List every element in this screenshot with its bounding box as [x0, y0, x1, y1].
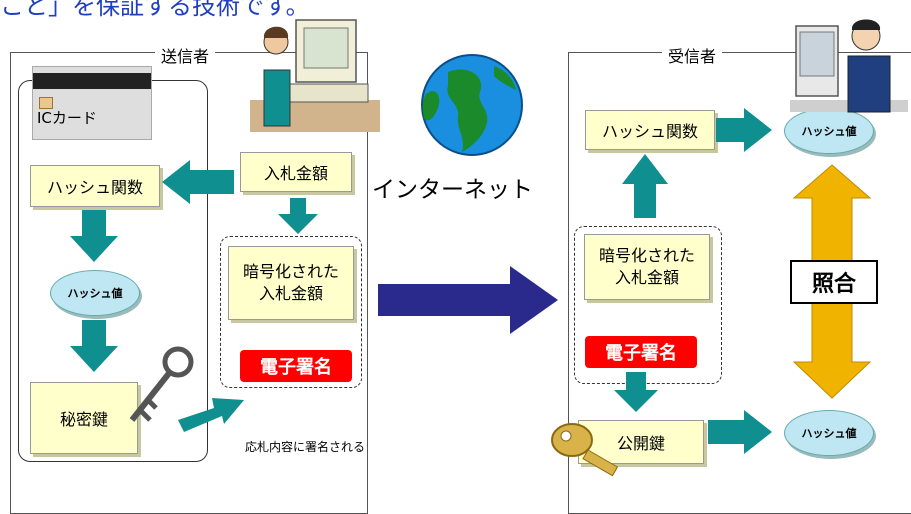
receiver-digital-signature-label: 電子署名: [585, 336, 697, 368]
sender-person-at-computer-icon: [250, 19, 380, 132]
signature-note-text: 応札内容に署名される: [245, 440, 366, 454]
sender-bid-amount-box: 入札金額: [240, 152, 352, 192]
globe-icon: [421, 54, 523, 156]
receiver-person-at-computer-icon: [790, 19, 908, 113]
sender-panel-label: 送信者: [155, 43, 216, 67]
sender-hash-value-oval: ハッシュ値: [50, 270, 140, 316]
ic-card-label: ICカード: [37, 109, 97, 127]
sender-encrypted-bid-text: 暗号化された入札金額: [242, 262, 339, 303]
sender-digital-signature-label: 電子署名: [240, 350, 352, 382]
arrow-hash-to-value-right: [716, 108, 772, 152]
arrow-encrypted-to-hash: [622, 154, 668, 218]
receiver-hash-function-box: ハッシュ関数: [585, 110, 715, 150]
arrow-send: [378, 266, 558, 334]
arrow-value-to-key: [70, 320, 118, 372]
signature-note: 応札内容に署名される: [245, 437, 365, 457]
arrow-bid-to-encrypted: [278, 198, 318, 234]
arrow-public-key-to-value: [708, 410, 772, 454]
headline: こと」を保証する技術です。: [0, 0, 310, 20]
compare-label: 照合: [790, 260, 878, 304]
receiver-key-icon: [551, 423, 619, 477]
sender-key-icon: [129, 346, 194, 422]
sender-encrypted-bid-box: 暗号化された入札金額: [228, 246, 354, 320]
arrow-key-to-signature: [178, 398, 244, 432]
receiver-hash-value-bottom-oval: ハッシュ値: [784, 410, 874, 456]
public-key-box: 公開鍵: [578, 420, 704, 464]
sender-hash-function-box: ハッシュ関数: [30, 165, 160, 207]
arrow-bid-to-hash: [162, 160, 234, 204]
arrow-signature-to-public-key: [614, 372, 658, 412]
ic-card: ICカード: [32, 66, 152, 140]
ic-card-stripe: [33, 73, 151, 89]
sender-encrypted-group: [220, 236, 362, 388]
receiver-encrypted-bid-box: 暗号化された入札金額: [584, 234, 710, 300]
compare-label-text: 照合: [811, 272, 856, 297]
arrow-hash-to-value: [70, 210, 118, 262]
internet-label: インターネット: [372, 177, 533, 203]
private-key-box: 秘密鍵: [30, 382, 138, 454]
receiver-encrypted-bid-text: 暗号化された入札金額: [598, 246, 695, 287]
receiver-panel-label: 受信者: [662, 43, 723, 67]
receiver-encrypted-group: [574, 226, 722, 384]
ic-chip-icon: [39, 97, 53, 109]
